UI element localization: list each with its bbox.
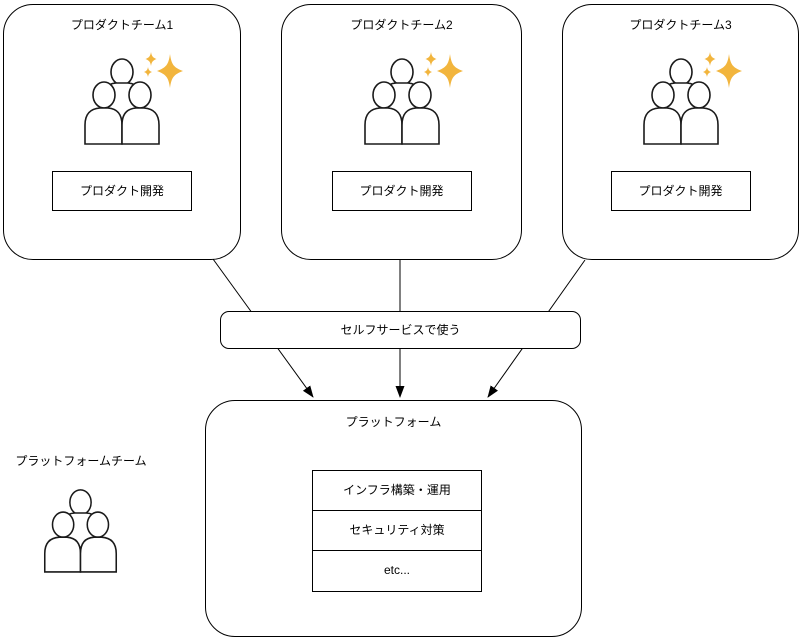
product-team-1-box: プロダクトチーム1 プロダクト開発: [3, 4, 241, 260]
self-service-box: セルフサービスで使う: [220, 311, 581, 349]
product-team-2-box: プロダクトチーム2 プロダクト開発: [281, 4, 522, 260]
sparkle-icon: [702, 52, 742, 88]
sparkle-icon: [423, 52, 463, 88]
product-dev-box-2: プロダクト開発: [331, 171, 472, 211]
product-team-3-box: プロダクトチーム3 プロダクト開発: [562, 4, 799, 260]
product-team-3-title: プロダクトチーム3: [629, 18, 732, 32]
sparkle-icon: [144, 52, 183, 88]
platform-item-security: セキュリティ対策: [313, 511, 481, 551]
platform-team-label: プラットフォームチーム: [15, 454, 147, 468]
product-dev-box-1: プロダクト開発: [52, 171, 192, 211]
platform-item-etc: etc...: [383, 563, 410, 577]
platform-capability-list: インフラ構築・運用 セキュリティ対策 etc...: [312, 470, 482, 592]
platform-team-members-icon: [43, 489, 118, 573]
team-members-sparkle-icon: [84, 52, 183, 145]
platform-box: プラットフォーム インフラ構築・運用 セキュリティ対策 etc...: [205, 400, 582, 637]
platform-title: プラットフォーム: [345, 415, 442, 429]
team-members-sparkle-icon: [363, 52, 463, 145]
product-team-2-title: プロダクトチーム2: [350, 18, 453, 32]
product-dev-box-3: プロダクト開発: [610, 171, 751, 211]
team-members-sparkle-icon: [642, 52, 742, 145]
platform-item-infra: インフラ構築・運用: [313, 471, 481, 511]
product-team-1-title: プロダクトチーム1: [70, 18, 174, 32]
